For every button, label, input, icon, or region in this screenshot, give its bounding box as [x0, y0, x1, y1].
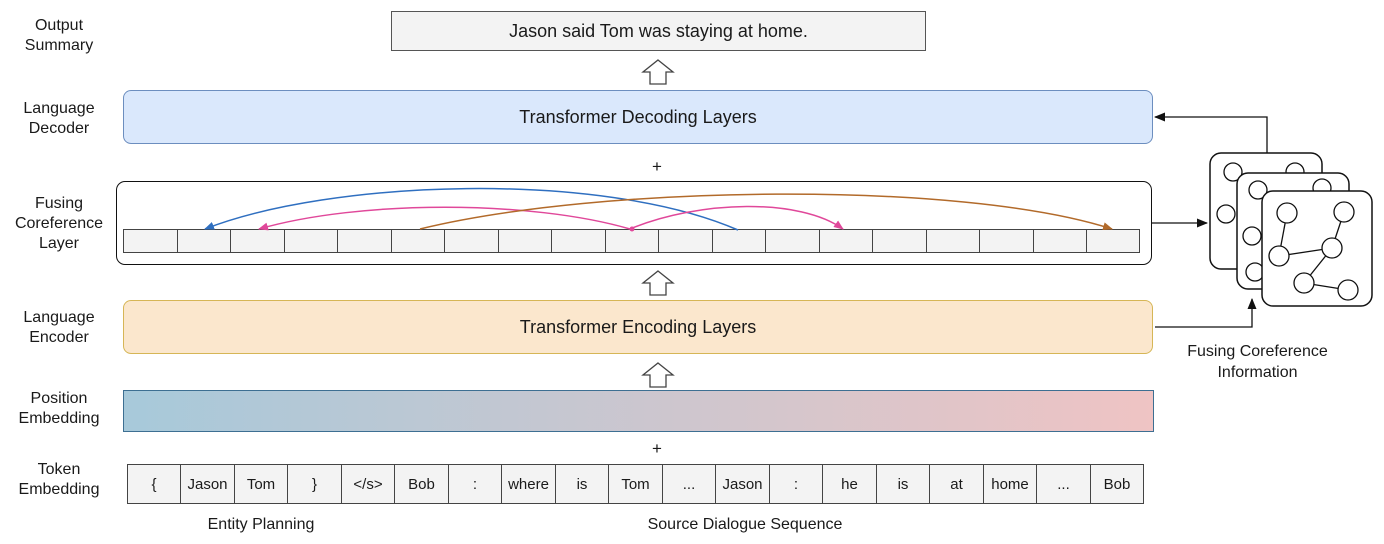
up-arrow-to-encoder	[641, 362, 675, 388]
fusing-cell	[765, 229, 820, 253]
token-cell: he	[822, 464, 877, 504]
token-cell: Jason	[715, 464, 770, 504]
graph-node	[1293, 272, 1315, 294]
fusing-cell	[658, 229, 713, 253]
token-cell: Tom	[234, 464, 288, 504]
token-cell: :	[769, 464, 823, 504]
encoder-box: Transformer Encoding Layers	[123, 300, 1153, 354]
arrow-encoder-to-graph	[1155, 298, 1257, 328]
fusing-cell	[979, 229, 1034, 253]
fusing-cell	[551, 229, 606, 253]
token-cell: where	[501, 464, 556, 504]
fusing-cell	[391, 229, 445, 253]
label-token-embedding: Token Embedding	[18, 461, 100, 498]
caption-fusing-coreference-information: Fusing Coreference Information	[1187, 343, 1328, 381]
caption-source-dialogue-sequence: Source Dialogue Sequence	[647, 516, 843, 533]
token-cell: Tom	[608, 464, 663, 504]
graph-node	[1337, 279, 1359, 301]
token-cell: }	[287, 464, 342, 504]
decoder-text: Transformer Decoding Layers	[519, 106, 757, 127]
token-cell: ...	[1036, 464, 1091, 504]
coref-arc-origin-dot	[629, 226, 635, 232]
coref-arc-pink-right	[629, 205, 844, 230]
fusing-cell	[926, 229, 980, 253]
fusing-cell	[712, 229, 766, 253]
caption-entity-planning: Entity Planning	[207, 516, 315, 533]
coref-arc-pink-left	[258, 206, 631, 231]
graph-node	[1248, 180, 1268, 200]
fusing-cell	[444, 229, 499, 253]
up-arrow-to-fusing	[641, 270, 675, 296]
output-summary-text: Jason said Tom was staying at home.	[509, 20, 808, 41]
fusing-cell	[284, 229, 338, 253]
graph-node	[1223, 162, 1243, 182]
token-cell: Bob	[394, 464, 449, 504]
coref-arc-brown	[419, 193, 1113, 231]
token-cell: is	[876, 464, 930, 504]
position-embedding-bar	[123, 390, 1154, 432]
fusing-cell	[123, 229, 178, 253]
graph-node	[1321, 237, 1343, 259]
token-cell: is	[555, 464, 609, 504]
token-cell: Bob	[1090, 464, 1144, 504]
fusing-cell	[872, 229, 927, 253]
plus-sign-upper: +	[652, 157, 662, 176]
arrow-graph-to-decoder	[1154, 112, 1268, 153]
fusing-cell	[1033, 229, 1087, 253]
token-cell: </s>	[341, 464, 395, 504]
fusing-cell	[605, 229, 659, 253]
label-language-decoder: Language Decoder	[23, 100, 95, 137]
fusing-cell	[337, 229, 392, 253]
fusing-cell	[1086, 229, 1140, 253]
label-output-summary: Output Summary	[24, 17, 94, 54]
graph-node	[1333, 201, 1355, 223]
graph-node	[1216, 204, 1236, 224]
output-summary-box: Jason said Tom was staying at home.	[391, 11, 926, 51]
label-fusing-coreference-layer: Fusing Coreference Layer	[14, 195, 104, 252]
up-arrow-to-summary	[641, 59, 675, 85]
plus-sign-lower: +	[652, 439, 662, 458]
graph-node	[1268, 245, 1290, 267]
fusing-cell	[177, 229, 231, 253]
token-cell: ...	[662, 464, 716, 504]
encoder-text: Transformer Encoding Layers	[519, 316, 757, 337]
decoder-box: Transformer Decoding Layers	[123, 90, 1153, 144]
graph-node	[1276, 202, 1298, 224]
token-cell: Jason	[180, 464, 235, 504]
label-language-encoder: Language Encoder	[23, 309, 95, 346]
label-position-embedding: Position Embedding	[18, 390, 100, 427]
token-cell: {	[127, 464, 181, 504]
token-cell: home	[983, 464, 1037, 504]
fusing-cell	[498, 229, 552, 253]
coref-arc-blue	[204, 187, 739, 231]
graph-node	[1242, 226, 1262, 246]
